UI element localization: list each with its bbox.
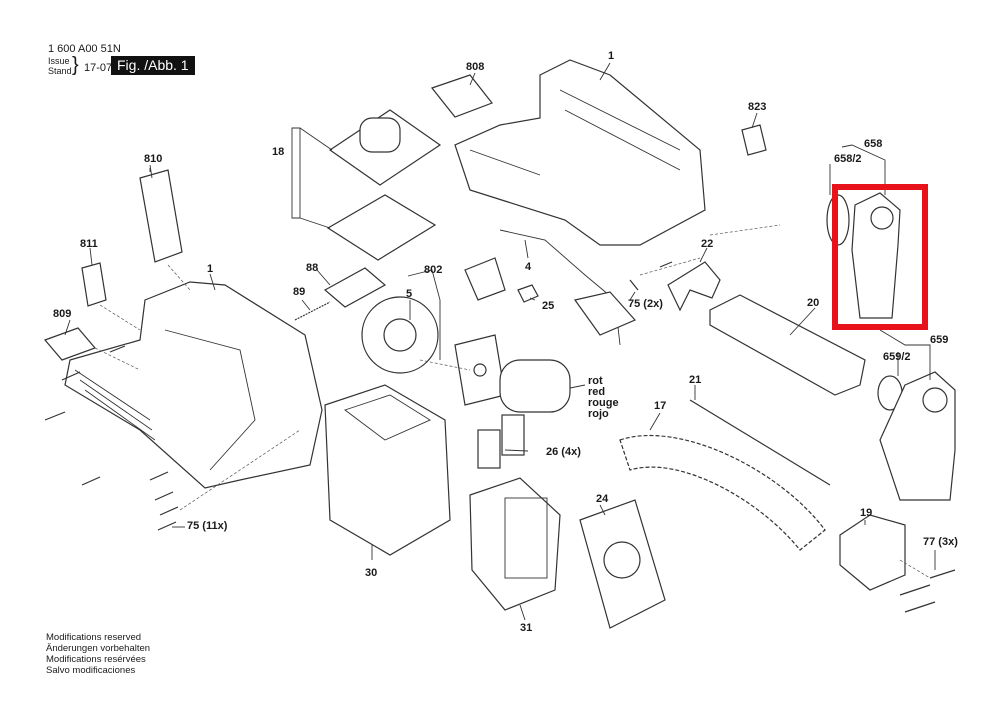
stand-label: Stand bbox=[48, 66, 72, 76]
brace-glyph: } bbox=[72, 54, 79, 76]
label-part-809: 809 bbox=[53, 308, 72, 320]
part-89-spring bbox=[294, 301, 331, 321]
label-part-810: 810 bbox=[144, 153, 163, 165]
notice-fr: Modifications resérvées bbox=[46, 654, 146, 665]
label-part-1-top: 1 bbox=[608, 50, 615, 62]
part-88-slider bbox=[323, 267, 387, 308]
color-note-de: rot bbox=[588, 375, 603, 387]
part-18-knob bbox=[359, 117, 401, 153]
label-part-22: 22 bbox=[701, 238, 714, 250]
highlight-box-part-658 bbox=[832, 184, 928, 330]
part-810-sticker bbox=[139, 169, 183, 263]
label-part-823: 823 bbox=[748, 101, 767, 113]
label-part-17: 17 bbox=[654, 400, 667, 412]
part-21-strip bbox=[689, 399, 831, 486]
label-part-4: 4 bbox=[525, 261, 532, 273]
part-20-bar bbox=[709, 294, 866, 396]
notice-en: Modifications reserved bbox=[46, 632, 142, 643]
label-part-811: 811 bbox=[80, 238, 98, 250]
label-part-18: 18 bbox=[272, 146, 285, 158]
part-17-hose bbox=[619, 435, 826, 551]
label-part-30: 30 bbox=[365, 567, 378, 579]
label-part-1-left: 1 bbox=[207, 263, 214, 275]
part-31-filter bbox=[469, 477, 561, 611]
part-22-clip bbox=[667, 261, 721, 312]
color-note-en: red bbox=[588, 386, 606, 398]
modifications-notice: Modifications reserved Änderungen vorbeh… bbox=[46, 632, 150, 676]
label-part-26-4x: 26 (4x) bbox=[546, 446, 581, 458]
part-811-sticker bbox=[81, 262, 107, 307]
label-part-77-3x: 77 (3x) bbox=[923, 536, 958, 548]
screws-75-11x bbox=[44, 345, 179, 531]
issue-labels: Issue Stand bbox=[48, 56, 72, 76]
label-part-658: 658 bbox=[864, 138, 883, 150]
part-18-bracket bbox=[291, 127, 301, 219]
label-part-20: 20 bbox=[807, 297, 820, 309]
part-18-pad-bottom bbox=[326, 194, 437, 261]
label-part-24: 24 bbox=[596, 493, 609, 505]
figure-label: Fig. /Abb. 1 bbox=[111, 56, 195, 75]
part-823 bbox=[741, 124, 767, 156]
part-1-left-housing bbox=[64, 281, 323, 489]
label-part-89: 89 bbox=[293, 286, 306, 298]
label-part-21: 21 bbox=[689, 374, 702, 386]
label-part-658-2: 658/2 bbox=[834, 153, 862, 165]
label-part-5: 5 bbox=[406, 288, 413, 300]
part-26-brushes bbox=[477, 429, 501, 469]
notice-es: Salvo modificaciones bbox=[46, 665, 136, 676]
part-30-container bbox=[324, 384, 451, 556]
part-1-top-housing bbox=[454, 59, 706, 246]
motor bbox=[499, 359, 571, 413]
label-part-31: 31 bbox=[520, 622, 533, 634]
part-4-switch bbox=[464, 257, 506, 301]
wire-color-note: rot red rouge rojo bbox=[588, 376, 619, 420]
color-note-fr: rouge bbox=[588, 397, 619, 409]
part-25-pad bbox=[517, 284, 539, 303]
label-part-659: 659 bbox=[930, 334, 949, 346]
label-part-75-11x: 75 (11x) bbox=[187, 520, 228, 532]
part-19-holder bbox=[839, 514, 906, 591]
label-part-75-2x: 75 (2x) bbox=[628, 298, 663, 310]
dashed-assembly-lines bbox=[94, 224, 931, 579]
leader-lines bbox=[64, 62, 936, 621]
label-part-802: 802 bbox=[424, 264, 443, 276]
label-part-88: 88 bbox=[306, 262, 319, 274]
part-808-sheet bbox=[431, 74, 493, 118]
label-part-25: 25 bbox=[542, 300, 555, 312]
part-4-board bbox=[573, 291, 637, 336]
label-part-659-2: 659/2 bbox=[883, 351, 911, 363]
document-number: 1 600 A00 51N bbox=[48, 43, 121, 55]
notice-de: Änderungen vorbehalten bbox=[46, 643, 151, 654]
label-part-808: 808 bbox=[466, 61, 485, 73]
issue-label: Issue bbox=[48, 56, 70, 66]
color-note-es: rojo bbox=[588, 408, 609, 420]
label-part-19: 19 bbox=[860, 507, 873, 519]
